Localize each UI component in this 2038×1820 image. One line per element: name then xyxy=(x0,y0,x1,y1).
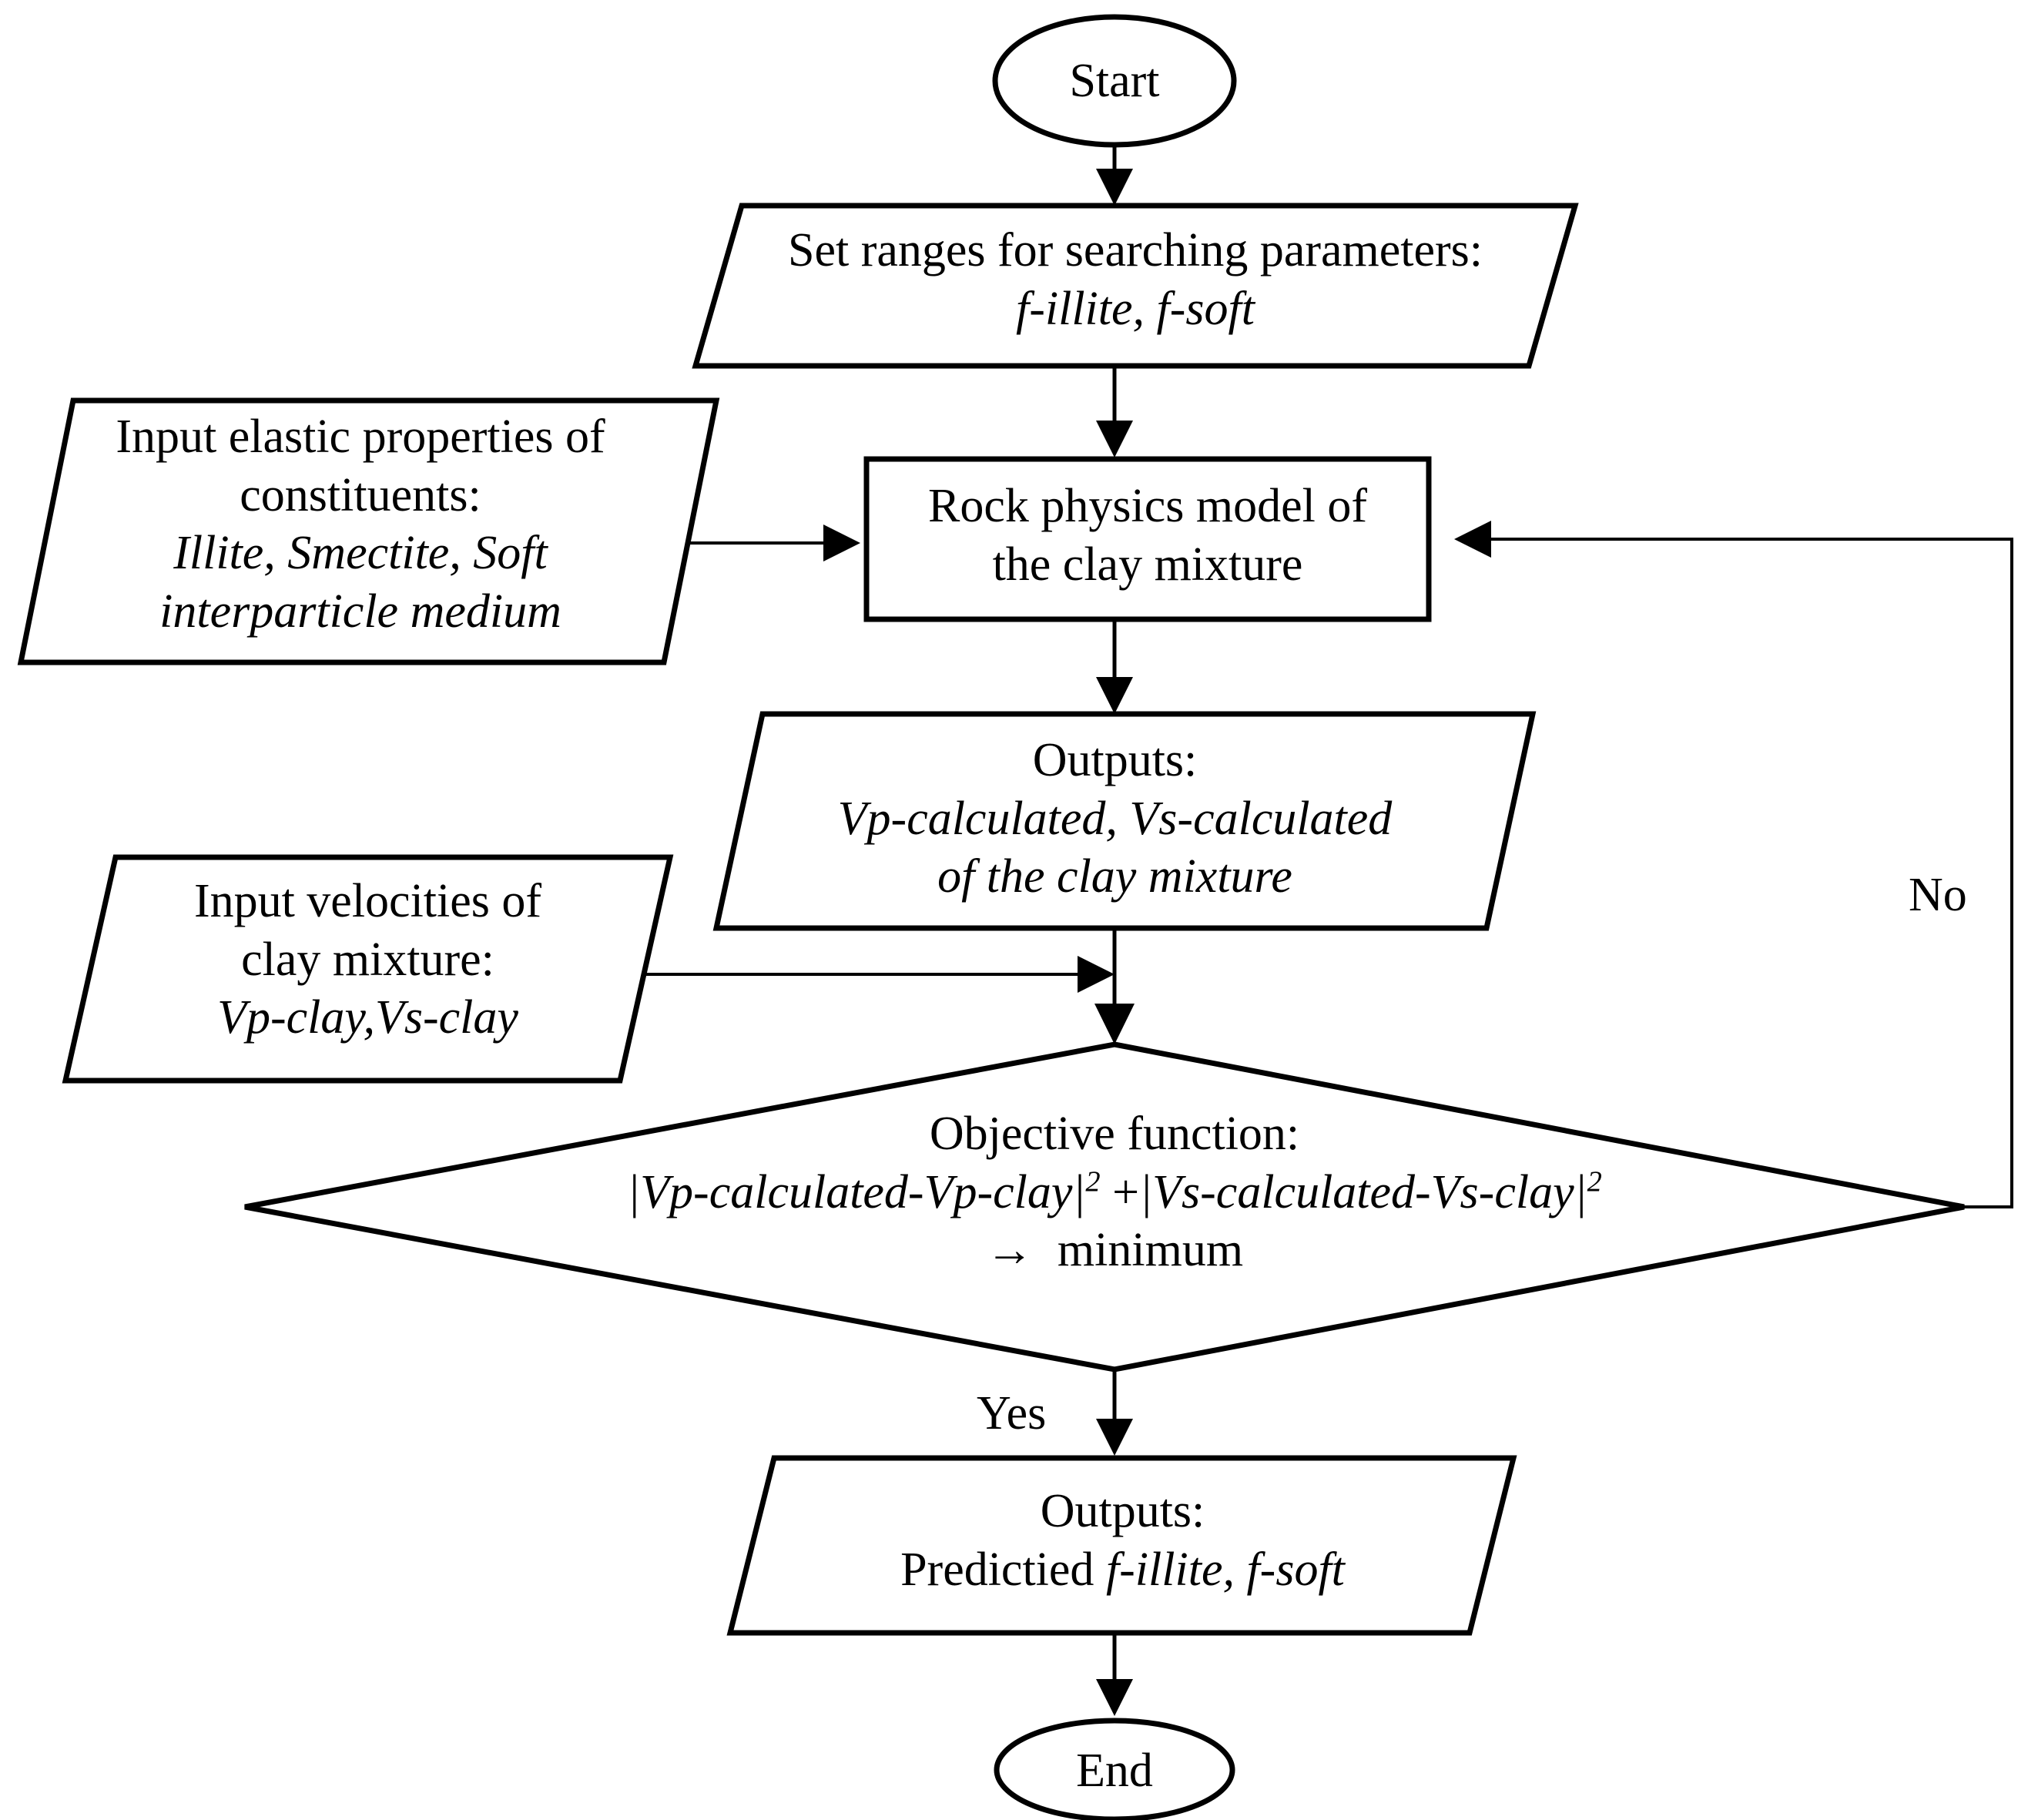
objective-plus-sign: + xyxy=(1100,1165,1140,1218)
arrowhead-feedback-to-rockphysics xyxy=(1454,521,1491,558)
set-ranges-node-shape xyxy=(692,203,1579,369)
arrowhead-rockphysics-to-outputs xyxy=(1096,677,1133,714)
objective-minimum-text: minimum xyxy=(1057,1224,1244,1277)
outputs-predicted-node-label: Outputs: Predictied f-illite, f-soft xyxy=(739,1483,1506,1599)
outputs-velocities-line2: Vp-calculated, Vs-calculated xyxy=(837,792,1393,845)
input-elastic-line1: Input elastic properties of xyxy=(116,411,605,463)
input-elastic-node-shape xyxy=(17,397,720,665)
arrowhead-outputs-to-objective xyxy=(1094,1004,1135,1044)
arrowhead-start-to-setranges xyxy=(1096,169,1133,206)
objective-formula-vp: |Vp-calculated-Vp-clay| xyxy=(627,1165,1086,1218)
input-elastic-line4: interparticle medium xyxy=(159,585,561,638)
rock-physics-node-shape xyxy=(863,456,1432,622)
input-velocities-node-label: Input velocities of clay mixture: Vp-cla… xyxy=(81,873,655,1047)
end-node-label: End xyxy=(960,1742,1269,1801)
objective-exponent-vs: 2 xyxy=(1587,1165,1602,1198)
end-label-text: End xyxy=(1076,1745,1153,1797)
input-elastic-line2: constituents: xyxy=(240,468,481,521)
outputs-predicted-line2: Predictied f-illite, f-soft xyxy=(739,1541,1506,1600)
edge-label-yes-text: Yes xyxy=(977,1387,1047,1440)
set-ranges-line2: f-illite, f-soft xyxy=(1016,282,1255,335)
rightwards-arrow-icon: → xyxy=(985,1224,1034,1277)
objective-line1: Objective function: xyxy=(929,1108,1300,1160)
edge-objective-no-feedback xyxy=(1483,538,2013,1208)
outputs-velocities-line3: of the clay mixture xyxy=(937,850,1292,903)
rock-physics-line2: the clay mixture xyxy=(992,538,1303,591)
edge-label-no: No xyxy=(1909,868,1967,923)
set-ranges-line1: Set ranges for searching parameters: xyxy=(787,224,1483,277)
input-velocities-line3: Vp-clay,Vs-clay xyxy=(217,991,518,1044)
rock-physics-line1: Rock physics model of xyxy=(928,480,1367,532)
end-node-shape xyxy=(994,1718,1235,1820)
objective-exponent-vp: 2 xyxy=(1085,1165,1101,1198)
objective-function-node-label: Objective function: |Vp-calculated-Vp-cl… xyxy=(306,1105,1923,1280)
objective-line2-formula: |Vp-calculated-Vp-clay|2 +|Vs-calculated… xyxy=(306,1164,1923,1222)
rock-physics-node-label: Rock physics model of the clay mixture xyxy=(866,478,1429,594)
input-elastic-line3: Illite, Smectite, Soft xyxy=(173,527,548,580)
outputs-predicted-params: f-illite, f-soft xyxy=(1105,1543,1345,1596)
arrowhead-objective-yes xyxy=(1096,1419,1133,1456)
start-node-label: Start xyxy=(960,52,1269,111)
input-velocities-node-shape xyxy=(62,854,674,1084)
input-velocities-line1: Input velocities of xyxy=(193,875,542,927)
start-label-text: Start xyxy=(1069,55,1160,107)
objective-line3: → minimum xyxy=(306,1222,1923,1280)
arrowhead-inputvelocities-to-objective xyxy=(1078,956,1115,993)
outputs-velocities-node-shape xyxy=(712,711,1537,931)
outputs-velocities-line1: Outputs: xyxy=(1032,734,1198,786)
outputs-predicted-node-shape xyxy=(726,1455,1517,1636)
objective-formula-vs: |Vs-calculated-Vs-clay| xyxy=(1139,1165,1587,1218)
arrowhead-setranges-to-rockphysics xyxy=(1096,421,1133,458)
arrowhead-inputelastic-to-rockphysics xyxy=(823,525,860,561)
outputs-predicted-prefix: Predictied xyxy=(900,1543,1106,1596)
input-elastic-node-label: Input elastic properties of constituents… xyxy=(29,408,692,642)
outputs-velocities-node-label: Outputs: Vp-calculated, Vs-calculated of… xyxy=(716,732,1513,907)
input-velocities-line2: clay mixture: xyxy=(241,933,494,986)
set-ranges-node-label: Set ranges for searching parameters: f-i… xyxy=(712,222,1559,338)
arrowhead-outputs-to-end xyxy=(1096,1679,1133,1716)
edge-label-no-text: No xyxy=(1909,869,1967,921)
edge-label-yes: Yes xyxy=(977,1386,1046,1441)
outputs-predicted-line1: Outputs: xyxy=(1040,1485,1205,1537)
